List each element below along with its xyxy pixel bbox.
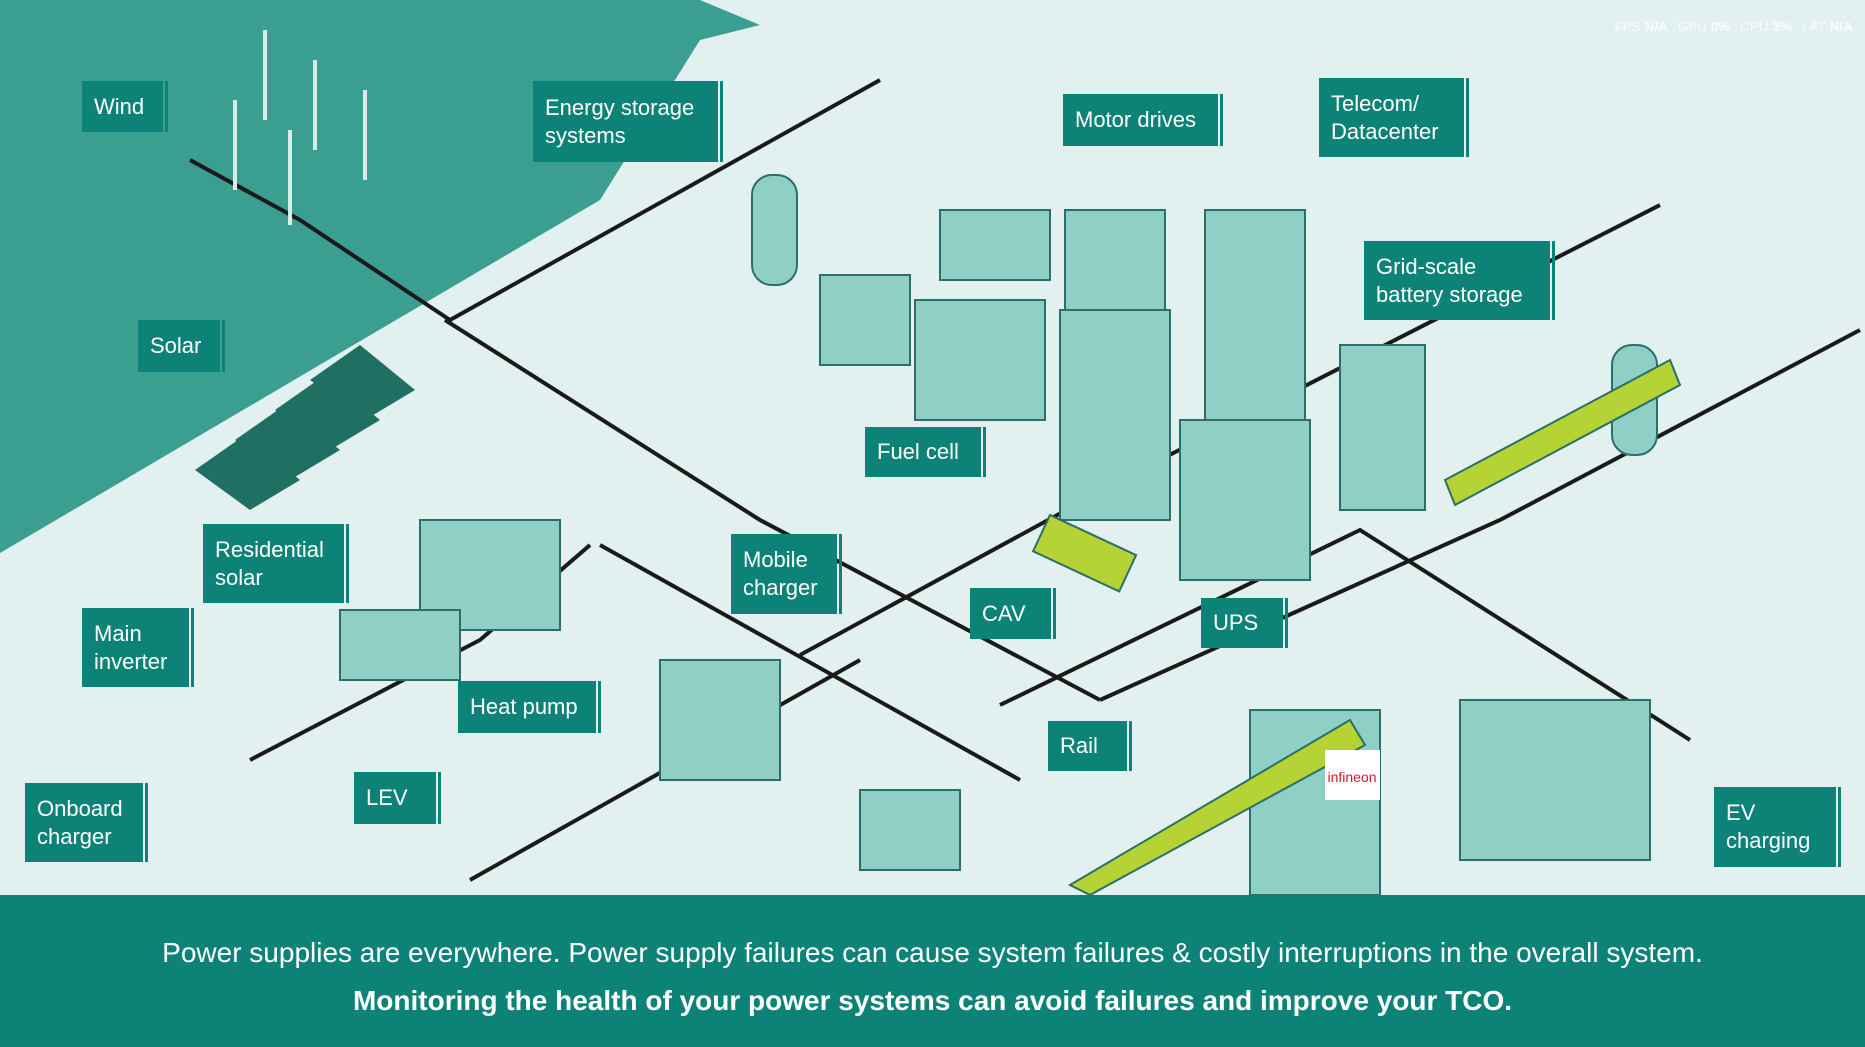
label-text: Mobile charger	[743, 547, 818, 600]
label-fuel-cell: Fuel cell	[865, 427, 986, 477]
gpu-label: GPU	[1677, 19, 1707, 34]
label-text: Motor drives	[1075, 107, 1197, 132]
label-text: Grid-scale battery storage	[1376, 253, 1523, 307]
label-ev-charging: EV charging	[1714, 787, 1841, 867]
label-text: CAV	[982, 600, 1026, 626]
label-onboard-charger: Onboard charger	[25, 783, 148, 862]
label-heat-pump: Heat pump	[458, 681, 601, 733]
lat-label: LAT	[1801, 19, 1826, 34]
buildings	[339, 174, 1658, 895]
svg-text:infineon: infineon	[1327, 769, 1376, 785]
label-text: Fuel cell	[877, 439, 959, 464]
solar-panels	[195, 345, 415, 510]
cpu-value: 3%	[1772, 19, 1792, 34]
banner-line-1: Power supplies are everywhere. Power sup…	[162, 937, 1703, 968]
label-text: UPS	[1213, 610, 1259, 635]
banner-line-2: Monitoring the health of your power syst…	[352, 985, 1513, 1016]
label-wind: Wind	[82, 81, 168, 132]
label-text: Main inverter	[94, 620, 168, 674]
label-ups: UPS	[1201, 598, 1288, 648]
label-text: Energy storage systems	[545, 94, 695, 148]
label-telecom: Telecom/ Datacenter	[1319, 78, 1469, 157]
fps-label: FPS	[1614, 19, 1641, 34]
trains	[1031, 358, 1682, 895]
label-text: EV charging	[1726, 800, 1811, 853]
label-text: Heat pump	[470, 694, 578, 719]
gpu-value: 0%	[1710, 19, 1731, 34]
infineon-logo: infineon	[1325, 750, 1380, 800]
message-banner: Power supplies are everywhere. Power sup…	[0, 895, 1865, 1047]
fps-value: N/A	[1644, 19, 1668, 34]
label-text: Residential solar	[215, 536, 324, 590]
label-lev: LEV	[354, 772, 441, 824]
label-energy-storage: Energy storage systems	[533, 81, 723, 162]
label-text: LEV	[366, 785, 408, 810]
label-motor-drives: Motor drives	[1063, 94, 1223, 146]
label-rail: Rail	[1048, 721, 1132, 771]
label-solar: Solar	[138, 320, 225, 372]
label-text: Wind	[94, 93, 145, 119]
wind-turbines	[233, 30, 367, 225]
label-residential-solar: Residential solar	[203, 524, 349, 603]
label-text: Rail	[1060, 733, 1098, 758]
label-cav: CAV	[970, 588, 1056, 639]
label-mobile-charger: Mobile charger	[731, 534, 842, 614]
label-main-inverter: Main inverter	[82, 608, 194, 687]
label-text: Telecom/ Datacenter	[1331, 90, 1439, 144]
cpu-label: CPU	[1740, 19, 1769, 34]
label-text: Solar	[150, 333, 202, 358]
label-grid-battery: Grid-scale battery storage	[1364, 241, 1555, 320]
lat-value: N/A	[1829, 19, 1853, 34]
label-text: Onboard charger	[37, 795, 123, 849]
